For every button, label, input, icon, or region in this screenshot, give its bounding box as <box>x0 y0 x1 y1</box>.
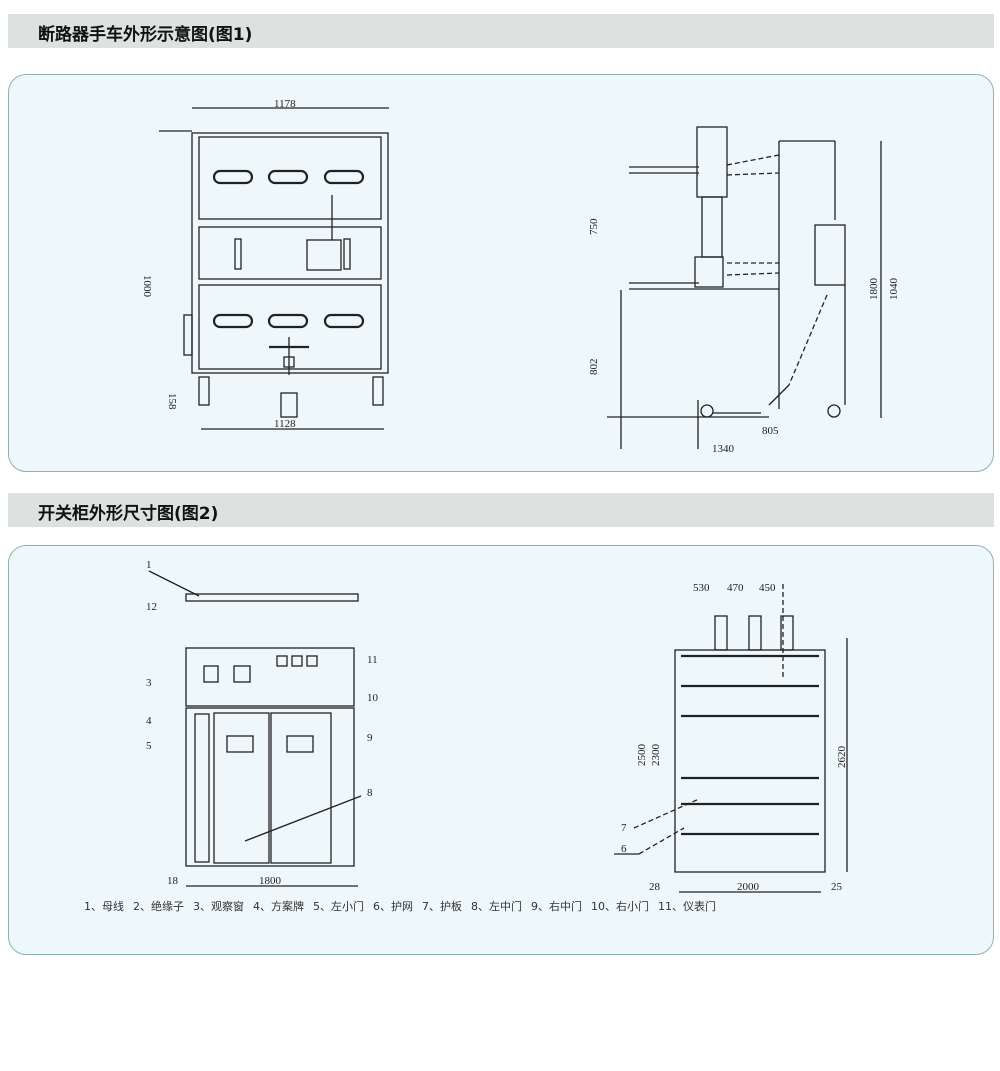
dim-left: 28 <box>649 881 661 893</box>
breaker-side-view: 750 802 1800 1040 1340 805 <box>588 126 900 455</box>
dim-width-bottom: 1128 <box>274 418 296 430</box>
legend-item: 9、右中门 <box>531 900 582 913</box>
dim-top-2: 470 <box>727 582 744 594</box>
callout-9: 9 <box>367 732 373 744</box>
dim-height-a: 2500 <box>636 744 648 767</box>
dim-bottom-offset: 158 <box>166 393 178 410</box>
dim-height-inner: 1800 <box>868 278 880 301</box>
dim-width: 1800 <box>259 875 282 887</box>
cabinet-side-view: 530 470 450 2500 2300 2620 28 2000 25 7 … <box>614 582 848 893</box>
legend-item: 10、右小门 <box>591 900 649 913</box>
callout-10: 10 <box>367 692 379 704</box>
legend-item: 5、左小门 <box>313 900 364 913</box>
circuit-breaker-drawing: 1178 1000 1128 158 750 802 <box>141 98 900 455</box>
parts-legend: 1、母线 2、绝缘子 3、观察窗 4、方案牌 5、左小门 6、护网 7、护板 8、左中门 9、右… <box>84 898 725 914</box>
dim-depth: 1340 <box>712 443 735 455</box>
callout-7: 7 <box>621 822 627 834</box>
legend-item: 2、绝缘子 <box>133 900 184 913</box>
dim-height-total: 2620 <box>836 746 848 769</box>
dim-height: 1000 <box>141 275 153 298</box>
section1-title: 断路器手车外形示意图(图1) <box>38 25 253 45</box>
dim-top-3: 450 <box>759 582 776 594</box>
dim-left: 18 <box>167 875 179 887</box>
breaker-front-view: 1178 1000 1128 158 <box>141 98 389 430</box>
callout-6: 6 <box>621 843 627 855</box>
switchgear-drawing: 1 12 3 4 5 11 10 9 8 1800 18 530 470 450… <box>146 559 848 893</box>
legend-item: 8、左中门 <box>471 900 522 913</box>
callout-1: 1 <box>146 559 152 571</box>
callout-3: 3 <box>146 677 152 689</box>
callout-11: 11 <box>367 654 378 666</box>
cabinet-front-view: 1 12 3 4 5 11 10 9 8 1800 18 <box>146 559 379 887</box>
callout-4: 4 <box>146 715 152 727</box>
callout-8: 8 <box>367 787 373 799</box>
dim-width: 2000 <box>737 881 760 893</box>
dim-width-top: 1178 <box>274 98 296 110</box>
dim-height-outer: 1040 <box>888 278 900 301</box>
dim-handle: 805 <box>762 425 779 437</box>
section2-header: 开关柜外形尺寸图(图2) <box>8 493 994 527</box>
dim-top-1: 530 <box>693 582 710 594</box>
legend-item: 3、观察窗 <box>193 900 244 913</box>
dim-right: 25 <box>831 881 843 893</box>
dim-height-b: 2300 <box>650 744 662 767</box>
section1-header: 断路器手车外形示意图(图1) <box>8 14 994 48</box>
legend-item: 7、护板 <box>422 900 462 913</box>
callout-12: 12 <box>146 601 157 613</box>
legend-item: 1、母线 <box>84 900 124 913</box>
dim-upper: 750 <box>588 218 600 235</box>
legend-item: 4、方案牌 <box>253 900 304 913</box>
callout-5: 5 <box>146 740 152 752</box>
legend-item: 6、护网 <box>373 900 413 913</box>
dim-lower: 802 <box>588 359 600 376</box>
section2-title: 开关柜外形尺寸图(图2) <box>38 504 219 524</box>
section1-panel: 1178 1000 1128 158 750 802 <box>8 74 994 472</box>
section2-panel: 1 12 3 4 5 11 10 9 8 1800 18 530 470 450… <box>8 545 994 955</box>
legend-item: 11、仪表门 <box>658 900 716 913</box>
